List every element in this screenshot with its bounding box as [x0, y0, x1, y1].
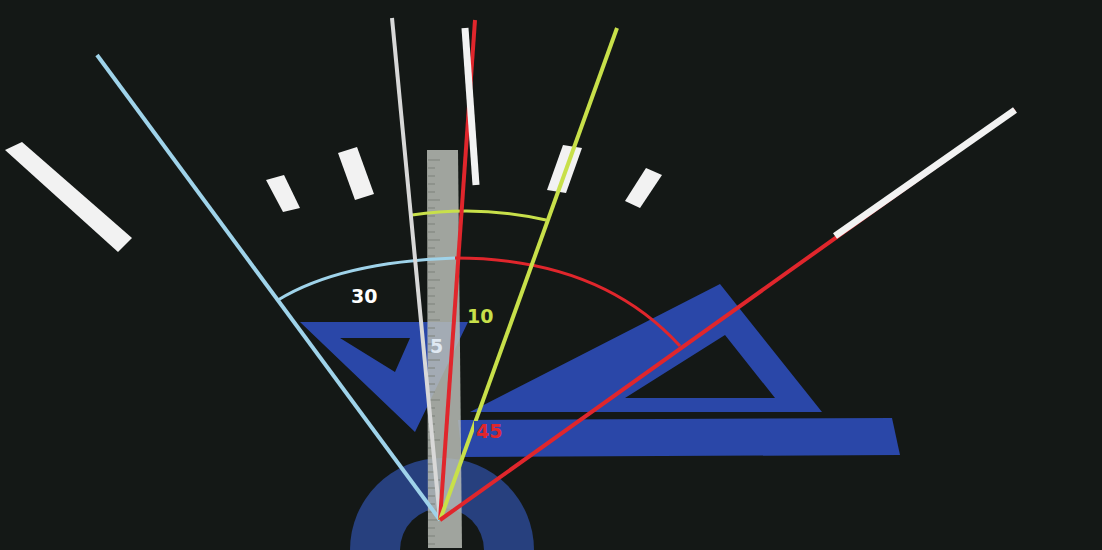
dial-marks [5, 142, 662, 252]
ruler-bar [458, 418, 900, 457]
pointer-white-diagonal [835, 110, 1015, 236]
angle-label: 5 [428, 336, 445, 357]
ray-white [392, 18, 440, 520]
set-square-right [470, 284, 822, 412]
ray-red-diagonal [440, 110, 1015, 520]
angle-arc-10 [412, 211, 546, 220]
angle-arc-45 [455, 258, 680, 346]
angle-label: 10 [465, 306, 495, 327]
pointer-white [465, 28, 476, 185]
angle-label: 45 [474, 421, 504, 442]
angle-label: 30 [349, 286, 379, 307]
ray-light-blue [97, 55, 440, 520]
ray-yellow [440, 28, 617, 520]
ray-red-vertical [440, 20, 475, 520]
